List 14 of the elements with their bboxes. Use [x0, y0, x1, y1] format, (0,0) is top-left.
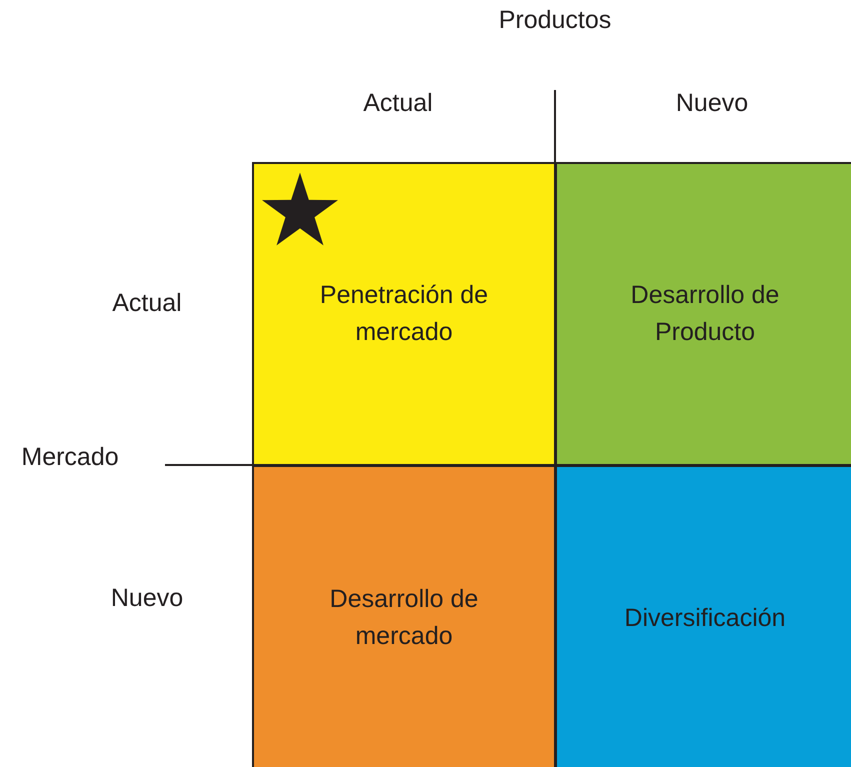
- quadrant-label: Desarrollo de Producto: [630, 280, 780, 348]
- axis-label: Nuevo: [110, 583, 184, 613]
- axis-label: Actual: [363, 88, 433, 118]
- quadrant-cell: [252, 162, 556, 466]
- quadrant-label: Diversificación: [624, 602, 786, 634]
- axis-label: Nuevo: [676, 88, 748, 118]
- quadrant-cell: [252, 465, 556, 767]
- quadrant-cell: [555, 162, 851, 466]
- quadrant-label: Desarrollo de mercado: [328, 584, 480, 652]
- quadrant-cell: [555, 465, 851, 767]
- axis-label: Productos: [498, 5, 612, 35]
- axis-label: Mercado: [21, 442, 119, 472]
- axis-label: Actual: [112, 288, 182, 318]
- quadrant-label: Penetración de mercado: [318, 280, 490, 348]
